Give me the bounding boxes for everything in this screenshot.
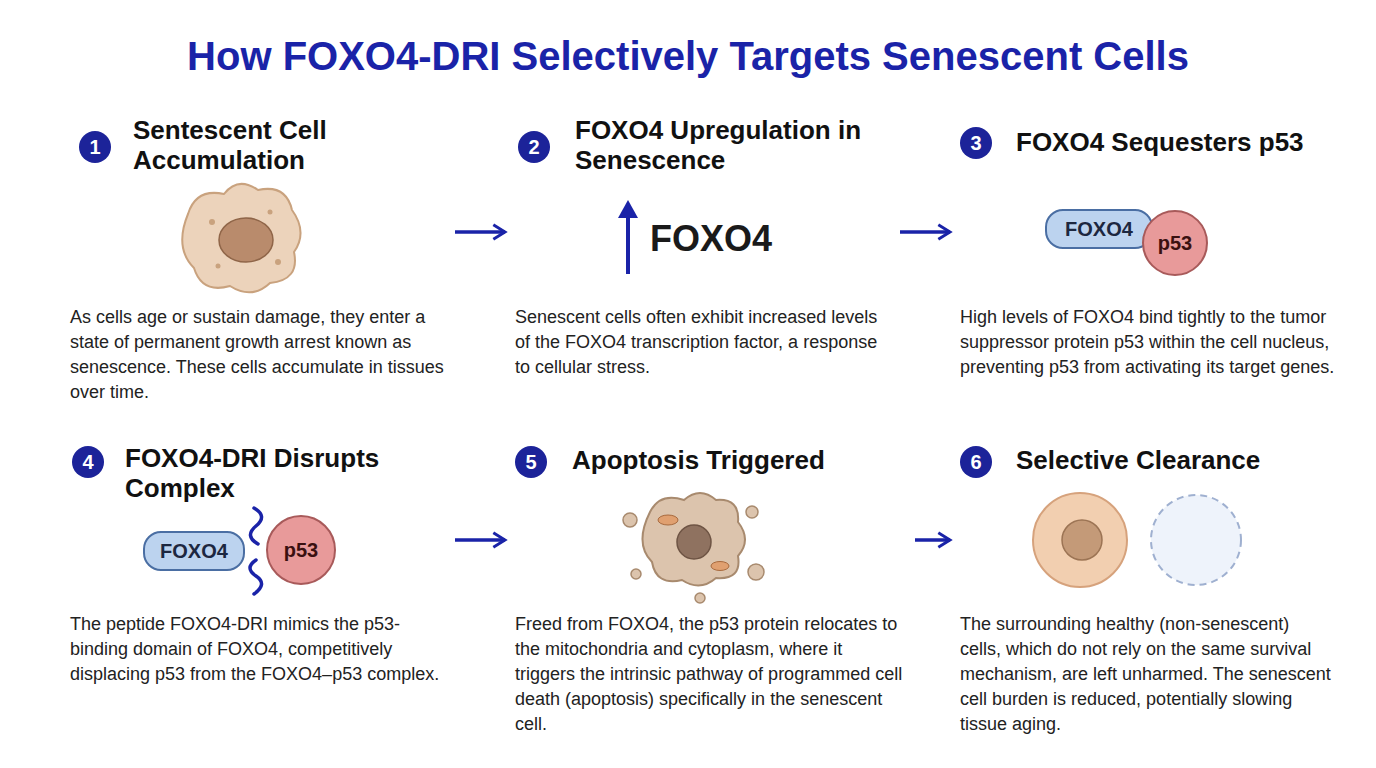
step-description: High levels of FOXO4 bind tightly to the… (960, 305, 1350, 380)
protein-label: FOXO4 (1065, 218, 1133, 241)
callout-number: 6 (970, 451, 981, 474)
step-description: Freed from FOXO4, the p53 protein reloca… (515, 612, 905, 737)
up-arrow-shaft (626, 214, 630, 274)
protein-label: p53 (284, 539, 318, 562)
step-heading: Apoptosis Triggered (572, 446, 902, 476)
step-panel: Sentescent Cell Accumulation As cells age… (70, 110, 445, 411)
free-label: FOXO4 (650, 218, 772, 260)
callout-number: 3 (970, 132, 981, 155)
callout-number: 4 (82, 451, 93, 474)
step-number-circle: 2 (518, 131, 550, 163)
peptide-strand (250, 508, 261, 544)
step-panel: FOXO4 Upregulation in SenescenceSenescen… (515, 110, 890, 386)
foxo4-protein: FOXO4 (143, 531, 245, 571)
up-arrow (618, 200, 638, 274)
cell-granule (216, 264, 221, 269)
peptide-strand (250, 560, 262, 594)
step-description: Senescent cells often exhibit increased … (515, 305, 890, 380)
cell-nucleus (677, 525, 711, 559)
cell-granule (275, 259, 281, 265)
flow-arrow (455, 538, 505, 542)
callout-number: 5 (525, 451, 536, 474)
step-heading: FOXO4-DRI Disrupts Complex (125, 444, 435, 504)
flow-arrow (455, 230, 505, 234)
p53-protein: p53 (266, 515, 336, 585)
step-number-circle: 3 (960, 127, 992, 159)
step-description: The surrounding healthy (non-senescent) … (960, 612, 1335, 737)
step-panel: Apoptosis TriggeredFreed from FOXO4, the… (515, 440, 905, 743)
step-number-circle: 1 (79, 131, 111, 163)
step-heading: Sentescent Cell Accumulation (133, 116, 393, 176)
step-number-circle: 6 (960, 446, 992, 478)
cell-granule (209, 219, 215, 225)
protein-label: p53 (1158, 232, 1192, 255)
step-number-circle: 4 (72, 446, 104, 478)
diagram-title: How FOXO4-DRI Selectively Targets Senesc… (0, 34, 1376, 79)
callout-number: 2 (528, 136, 539, 159)
step-heading: Selective Clearance (1016, 446, 1336, 476)
protein-label: FOXO4 (160, 540, 228, 563)
step-panel: Selective ClearanceThe surrounding healt… (960, 440, 1335, 743)
apoptotic-bleb (623, 513, 637, 527)
step-panel: FOXO4 Sequesters p53High levels of FOXO4… (960, 110, 1350, 386)
step-description: As cells age or sustain damage, they ent… (70, 305, 445, 405)
flow-arrow (900, 230, 950, 234)
cell-body (1033, 493, 1127, 587)
senescent-cell (182, 184, 300, 292)
p53-protein: p53 (1142, 210, 1208, 276)
step-number-circle: 5 (515, 446, 547, 478)
mitochondrion (658, 515, 678, 525)
apoptotic-bleb (631, 569, 641, 579)
cell-body (642, 493, 745, 586)
mitochondrion (711, 562, 729, 571)
cell-granule (268, 210, 273, 215)
step-panel: FOXO4-DRI Disrupts ComplexThe peptide FO… (70, 440, 445, 693)
step-description: The peptide FOXO4-DRI mimics the p53-bin… (70, 612, 445, 687)
flow-arrow (915, 538, 950, 542)
foxo4-protein: FOXO4 (1045, 209, 1153, 249)
dri-peptide (250, 508, 262, 594)
healthy-cell (1033, 493, 1127, 587)
apoptotic-bleb (748, 564, 764, 580)
cleared-cell-outline (1151, 495, 1241, 585)
step-heading: FOXO4 Upregulation in Senescence (575, 116, 885, 176)
cell-nucleus (219, 218, 273, 262)
cell-body (182, 184, 300, 292)
callout-number: 1 (89, 136, 100, 159)
apoptotic-cell (623, 493, 764, 603)
step-heading: FOXO4 Sequesters p53 (1016, 128, 1346, 158)
apoptotic-bleb (746, 506, 758, 518)
cell-nucleus (1062, 520, 1102, 560)
apoptotic-bleb (695, 593, 705, 603)
up-arrow-head (618, 200, 638, 218)
